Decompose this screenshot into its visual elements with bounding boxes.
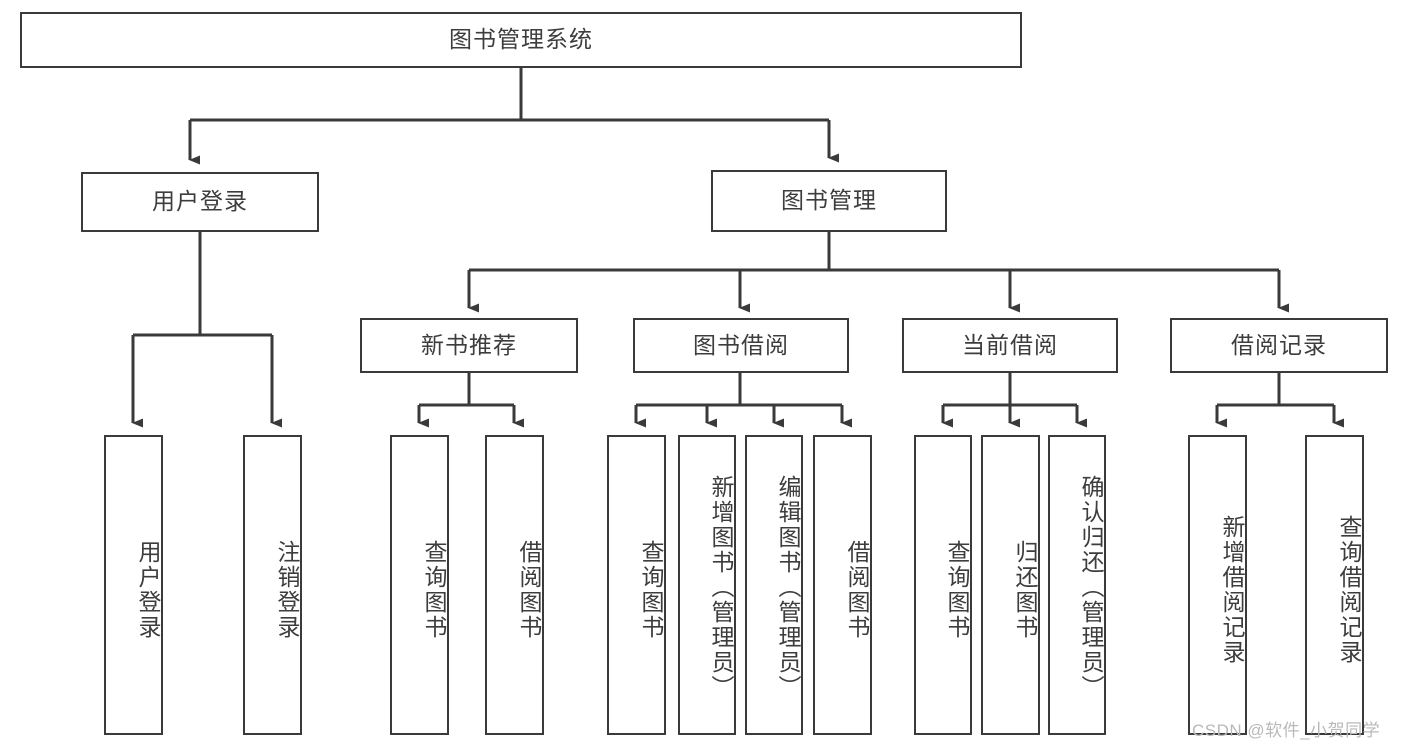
leaf-book-borrow-add-admin[interactable]: 新增图书（管理员）	[678, 435, 736, 735]
node-user-login[interactable]: 用户登录	[81, 172, 319, 232]
leaf-new-book-borrow[interactable]: 借阅图书	[485, 435, 544, 735]
leaf-borrow-record-query[interactable]: 查询借阅记录	[1305, 435, 1364, 735]
node-current-borrow[interactable]: 当前借阅	[902, 318, 1118, 373]
node-book-borrow[interactable]: 图书借阅	[633, 318, 849, 373]
leaf-book-borrow-borrow[interactable]: 借阅图书	[813, 435, 872, 735]
node-book-management[interactable]: 图书管理	[711, 170, 947, 232]
leaf-user-login-login[interactable]: 用户登录	[104, 435, 163, 735]
leaf-book-borrow-edit-admin[interactable]: 编辑图书（管理员）	[745, 435, 803, 735]
leaf-borrow-record-add[interactable]: 新增借阅记录	[1188, 435, 1247, 735]
csdn-watermark: CSDN @软件_小贺同学	[1192, 721, 1381, 740]
node-root-system[interactable]: 图书管理系统	[20, 12, 1022, 68]
leaf-current-borrow-return[interactable]: 归还图书	[981, 435, 1040, 735]
leaf-user-login-logout[interactable]: 注销登录	[243, 435, 302, 735]
leaf-new-book-query[interactable]: 查询图书	[390, 435, 449, 735]
leaf-current-borrow-confirm-admin[interactable]: 确认归还（管理员）	[1048, 435, 1106, 735]
leaf-book-borrow-query[interactable]: 查询图书	[607, 435, 666, 735]
node-borrow-record[interactable]: 借阅记录	[1170, 318, 1388, 373]
node-new-book-recommend[interactable]: 新书推荐	[360, 318, 578, 373]
leaf-current-borrow-query[interactable]: 查询图书	[914, 435, 972, 735]
